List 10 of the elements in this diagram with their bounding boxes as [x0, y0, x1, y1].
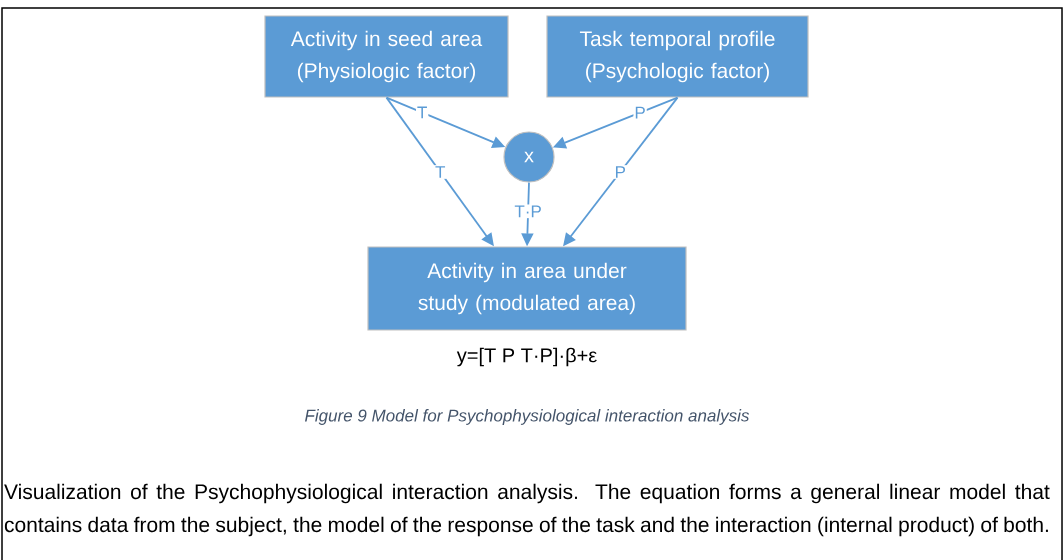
process-box: Activity in seed area (Physiologic factor): [264, 15, 509, 98]
process-box: Task temporal profile (Psychologic factor): [546, 15, 809, 98]
edge-label: T·P: [513, 204, 543, 219]
caption: Figure 9 Model for Psychophysiological interaction analysis: [305, 409, 750, 425]
edge-label: T: [416, 105, 429, 120]
process-box: Activity in area under study (modulated area): [367, 246, 687, 331]
edge-label: T: [434, 165, 447, 179]
paragraph: Visualization of the Psychophysiological interaction analysis. The equation forms a general linear model that contains data from the subject, the model of the response of the task and the interaction (internal product) of both.: [4, 483, 1050, 537]
edge-label: P: [613, 165, 627, 179]
edge-label: P: [633, 105, 647, 120]
